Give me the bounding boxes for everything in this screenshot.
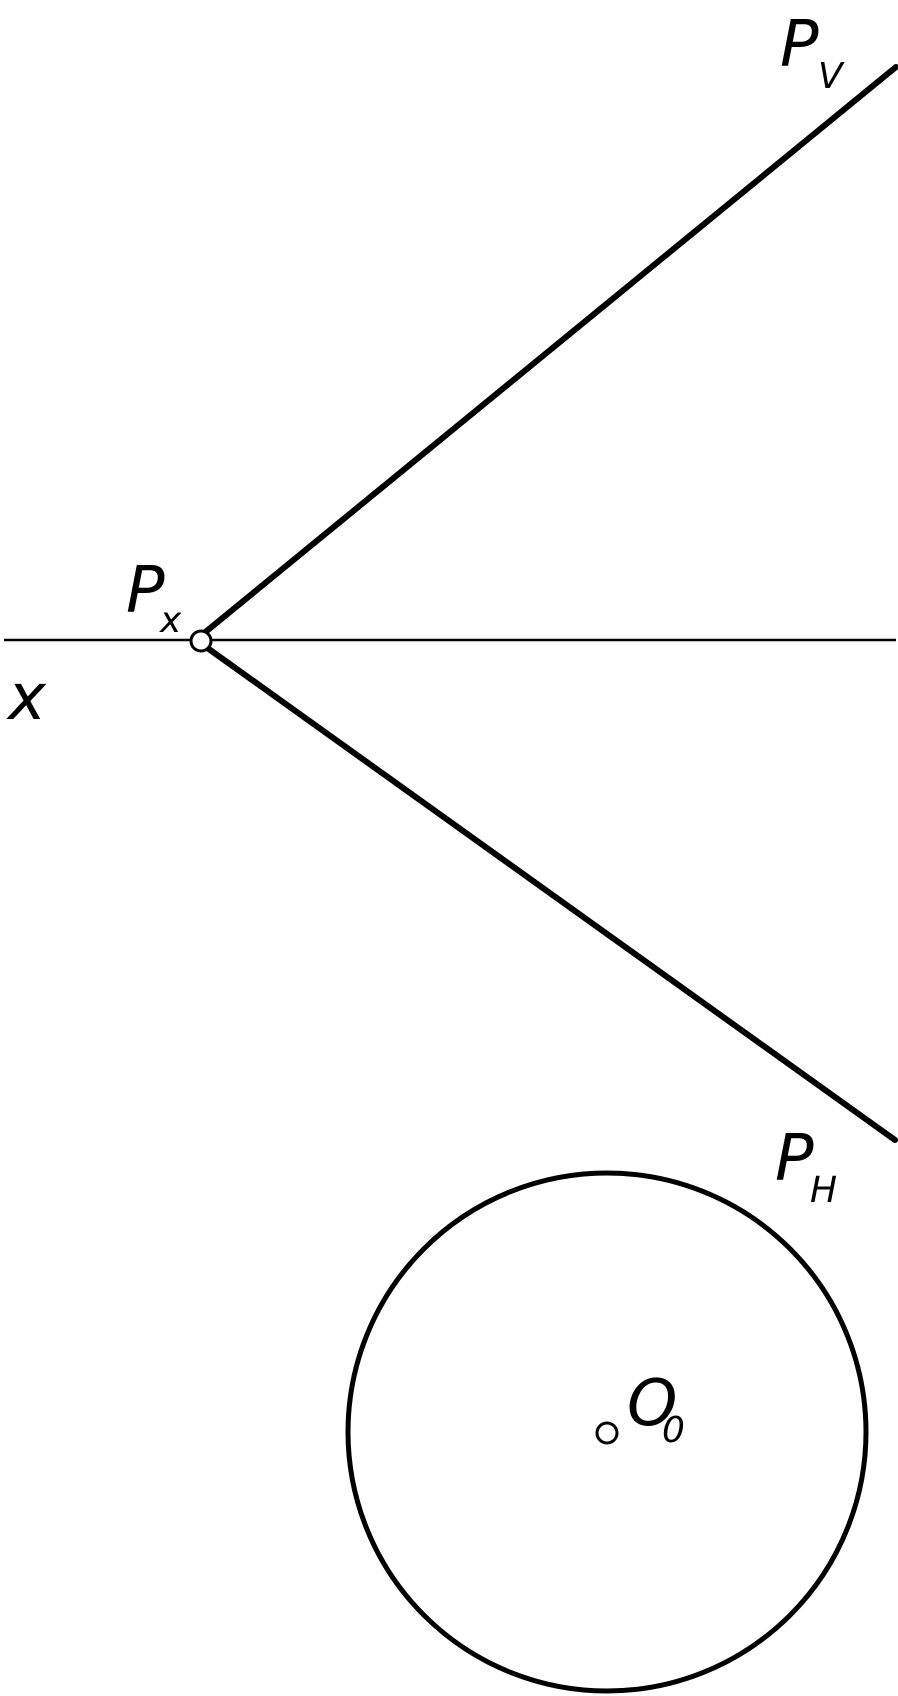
- point-center: [595, 1421, 619, 1445]
- trace-pv-line: [200, 64, 898, 637]
- label-center: O: [627, 1367, 677, 1441]
- label-x-axis: x: [6, 661, 47, 735]
- label-px: P: [126, 554, 165, 628]
- label-px-sub: x: [159, 600, 182, 641]
- point-px: [189, 629, 213, 653]
- trace-ph-line: [203, 644, 898, 1143]
- label-pv-sub: V: [818, 56, 845, 97]
- label-center-sub: 0: [662, 1410, 685, 1451]
- circle-outline: [345, 1170, 869, 1694]
- label-pv: P: [780, 8, 819, 82]
- label-ph-sub: H: [810, 1170, 837, 1211]
- label-ph: P: [775, 1122, 814, 1196]
